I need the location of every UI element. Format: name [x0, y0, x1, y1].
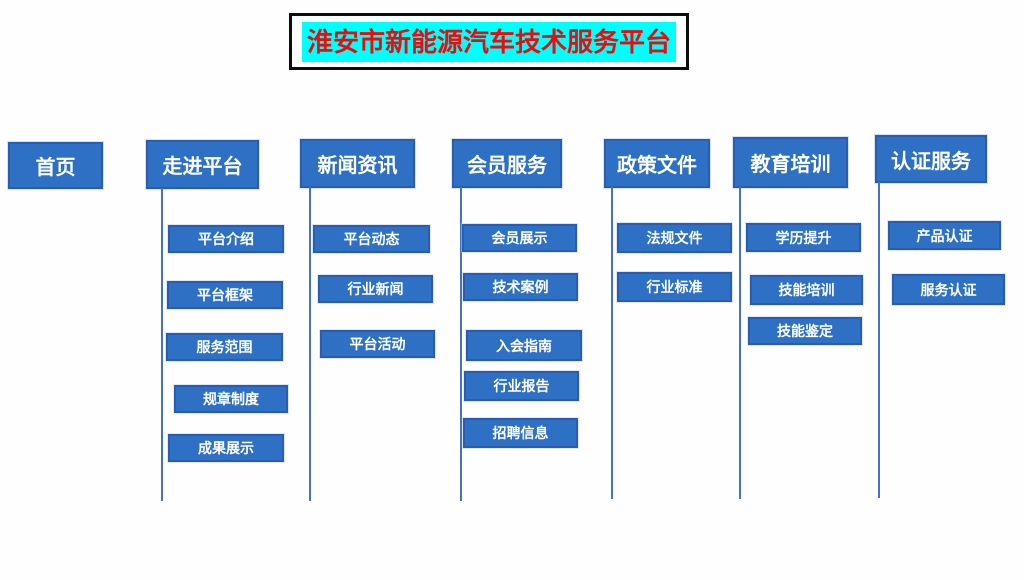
sub-item-service-certification[interactable]: 服务认证 [892, 274, 1005, 305]
sub-item-platform-framework[interactable]: 平台框架 [167, 281, 283, 309]
sub-item-education-upgrade[interactable]: 学历提升 [746, 223, 861, 252]
nav-news[interactable]: 新闻资讯 [300, 139, 415, 188]
page-title-box: 淮安市新能源汽车技术服务平台 [289, 13, 689, 70]
sub-item-skills-training[interactable]: 技能培训 [750, 275, 863, 305]
sub-item-product-certification[interactable]: 产品认证 [888, 221, 1001, 250]
connector-line-about-platform [161, 188, 163, 501]
nav-about-platform[interactable]: 走进平台 [146, 140, 259, 189]
sub-item-achievements[interactable]: 成果展示 [168, 434, 284, 462]
nav-home[interactable]: 首页 [8, 142, 103, 189]
connector-line-policy-documents [611, 187, 613, 499]
sub-item-industry-standards[interactable]: 行业标准 [617, 272, 732, 302]
sub-item-membership-guide[interactable]: 入会指南 [466, 330, 582, 361]
sub-item-service-scope[interactable]: 服务范围 [166, 333, 283, 361]
sub-item-platform-intro[interactable]: 平台介绍 [168, 225, 284, 253]
sub-item-industry-reports[interactable]: 行业报告 [464, 371, 579, 401]
sub-item-industry-news[interactable]: 行业新闻 [318, 275, 433, 303]
nav-certification-services[interactable]: 认证服务 [875, 135, 987, 183]
sub-item-platform-updates[interactable]: 平台动态 [313, 225, 430, 253]
page-title: 淮安市新能源汽车技术服务平台 [301, 21, 676, 62]
connector-line-member-services [460, 187, 462, 501]
sub-item-rules-regulations[interactable]: 规章制度 [174, 385, 288, 413]
sub-item-recruitment-info[interactable]: 招聘信息 [463, 418, 578, 448]
connector-line-education-training [739, 187, 741, 499]
nav-policy-documents[interactable]: 政策文件 [604, 139, 710, 188]
connector-line-news [309, 187, 311, 501]
sub-item-tech-cases[interactable]: 技术案例 [463, 273, 578, 301]
nav-member-services[interactable]: 会员服务 [452, 139, 562, 188]
sub-item-member-showcase[interactable]: 会员展示 [462, 224, 577, 252]
nav-education-training[interactable]: 教育培训 [733, 137, 848, 188]
sub-item-skills-appraisal[interactable]: 技能鉴定 [748, 317, 862, 345]
sub-item-platform-events[interactable]: 平台活动 [320, 330, 435, 358]
connector-line-certification-services [878, 182, 880, 498]
sub-item-regulation-docs[interactable]: 法规文件 [617, 223, 732, 253]
